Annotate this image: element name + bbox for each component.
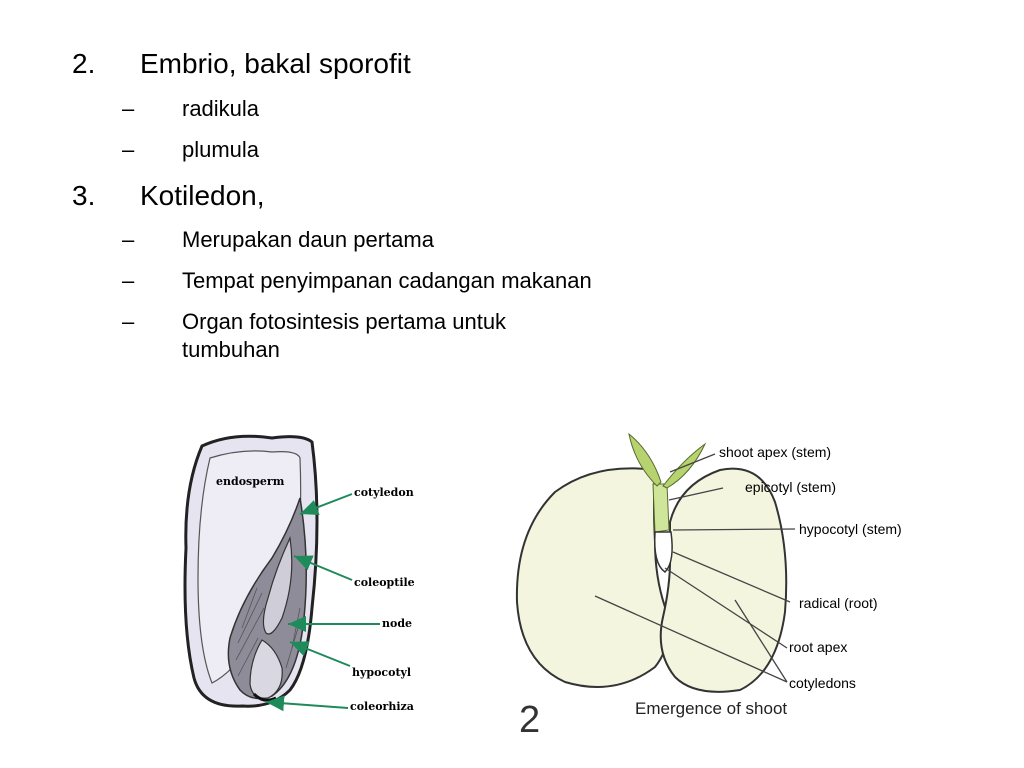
left-cotyledon	[515, 467, 670, 688]
figure-number: 2	[519, 699, 540, 741]
label-coleorhiza: coleorhiza	[350, 700, 414, 713]
dash: –	[122, 268, 135, 293]
dash: –	[122, 96, 135, 121]
figure-caption: Emergence of shoot	[635, 699, 787, 718]
sub-item-text: Tempat penyimpanan cadangan makanan	[182, 268, 592, 293]
dash: –	[122, 309, 135, 334]
label-shoot-apex: shoot apex (stem)	[719, 444, 831, 460]
list-text: Embrio, bakal sporofit	[140, 48, 411, 79]
label-endosperm: endosperm	[216, 475, 285, 488]
radicle	[653, 531, 673, 573]
sub-item-text: Merupakan daun pertama	[182, 227, 434, 252]
sub-item-text: Organ fotosintesis pertama untuk tumbuha…	[182, 309, 507, 362]
label-cotyledons: cotyledons	[789, 675, 856, 691]
seed-section-drawing: endosperm cotyledon coleoptile node hypo…	[183, 434, 415, 713]
list-text: Kotiledon,	[140, 180, 265, 211]
list-number: 3.	[72, 180, 96, 211]
shoot-stem	[652, 483, 670, 533]
label-root-apex: root apex	[789, 639, 847, 655]
shoot-leaf-left	[628, 432, 662, 487]
dash: –	[122, 227, 135, 252]
right-cotyledon	[659, 467, 788, 693]
list-number: 2.	[72, 48, 96, 79]
label-hypocotyl-stem: hypocotyl (stem)	[799, 521, 902, 537]
shoot-emergence-drawing: shoot apex (stem) epicotyl (stem) hypoco…	[505, 412, 920, 742]
coleoptile-region	[262, 535, 293, 635]
sub-item-text: plumula	[182, 137, 260, 162]
label-node: node	[382, 617, 412, 630]
sub-item-text: radikula	[182, 96, 260, 121]
label-epicotyl: epicotyl (stem)	[745, 479, 836, 495]
dash: –	[122, 137, 135, 162]
label-arrows	[265, 493, 380, 712]
label-cotyledon: cotyledon	[354, 486, 414, 499]
label-radical: radical (root)	[799, 595, 878, 611]
shoot-emergence-figure: shoot apex (stem) epicotyl (stem) hypoco…	[505, 412, 920, 742]
seed-section-figure: endosperm cotyledon coleoptile node hypo…	[172, 428, 422, 718]
label-coleoptile: coleoptile	[354, 576, 415, 589]
leader-lines	[594, 453, 796, 683]
label-hypocotyl: hypocotyl	[352, 666, 411, 679]
